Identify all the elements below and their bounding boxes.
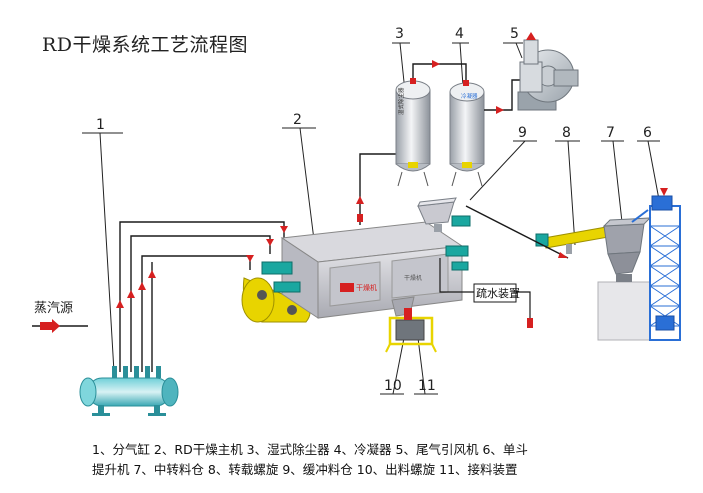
- drain-device: 疏水装置: [439, 258, 533, 328]
- transfer-screw: [535, 225, 615, 254]
- steam-header: [79, 366, 179, 416]
- callout-3: 3: [395, 26, 404, 42]
- dryer-plate-text: 干燥机: [356, 283, 377, 292]
- callout-11: 11: [418, 378, 436, 394]
- exhaust-fan: [517, 32, 579, 111]
- wet-dust-collector: 湿式除尘器: [395, 78, 431, 187]
- callout-6: 6: [643, 125, 652, 141]
- pipe-3-to-4: [412, 60, 467, 80]
- pipe-9-to-8: [465, 205, 569, 259]
- dryer-plate-text-2: 干燥机: [404, 274, 422, 282]
- rd-dryer-main-unit: 干燥机 干燥机: [241, 221, 469, 323]
- elevator-feed-arrow: [660, 188, 668, 196]
- callout-7: 7: [606, 125, 615, 141]
- condenser: 冷凝器: [449, 80, 485, 187]
- steam-source-inlet: 蒸汽源: [32, 301, 88, 333]
- transfer-silo: [597, 217, 652, 341]
- legend-line-1: 1、分气缸 2、RD干燥主机 3、湿式除尘器 4、冷凝器 5、尾气引风机 6、单…: [92, 442, 528, 457]
- buffer-bin: [417, 197, 471, 232]
- tank3-plate-text: 湿式除尘器: [397, 87, 405, 115]
- callouts: [82, 42, 661, 395]
- pipe-4-to-5: [484, 79, 522, 114]
- bucket-elevator: [631, 195, 681, 341]
- callout-numbers: 1 2 3 4 5 6 7 8 9 10 11: [96, 26, 652, 394]
- diagram-title: RD干燥系统工艺流程图: [42, 34, 249, 56]
- callout-8: 8: [562, 125, 571, 141]
- exhaust-pipe: [356, 153, 398, 225]
- callout-2: 2: [293, 112, 302, 128]
- tank4-plate-text: 冷凝器: [461, 92, 478, 100]
- steam-source-label: 蒸汽源: [34, 301, 73, 316]
- discharge-screw-and-receiver: [385, 308, 437, 353]
- callout-5: 5: [510, 26, 519, 42]
- legend-line-2: 提升机 7、中转料仓 8、转载螺旋 9、缓冲料仓 10、出料螺旋 11、接料装置: [92, 462, 518, 477]
- callout-9: 9: [518, 125, 527, 141]
- steam-flow-arrows: [116, 226, 288, 308]
- callout-4: 4: [455, 26, 464, 42]
- callout-10: 10: [384, 378, 402, 394]
- callout-1: 1: [96, 117, 105, 133]
- drain-device-label: 疏水装置: [476, 286, 520, 300]
